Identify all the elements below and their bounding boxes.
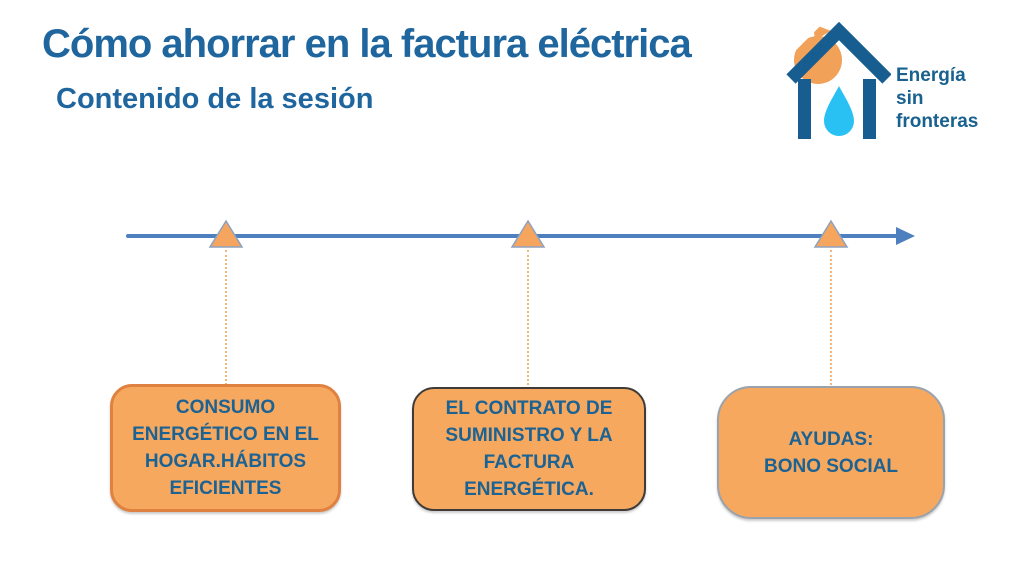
dotted-connector <box>225 250 227 385</box>
dotted-connector <box>830 250 832 385</box>
topic-box-ayudas: AYUDAS: BONO SOCIAL <box>717 386 945 519</box>
slide-title: Cómo ahorrar en la factura eléctrica <box>42 22 692 66</box>
house-sun-waterdrop-icon <box>786 22 891 139</box>
topic-box-label: AYUDAS: BONO SOCIAL <box>763 428 899 477</box>
sun-ray-gap <box>786 22 825 61</box>
timeline-line <box>126 234 898 238</box>
timeline-arrowhead-icon <box>896 227 915 245</box>
topic-box-consumo: CONSUMO ENERGÉTICO EN EL HOGAR.HÁBITOS E… <box>110 384 341 512</box>
topic-box-label: CONSUMO ENERGÉTICO EN EL HOGAR.HÁBITOS E… <box>132 397 319 499</box>
slide-subtitle: Contenido de la sesión <box>56 83 374 115</box>
topic-box-contrato: EL CONTRATO DE SUMINISTRO Y LA FACTURA E… <box>412 387 646 511</box>
triangle-up-icon <box>208 219 244 248</box>
topic-box-label: EL CONTRATO DE SUMINISTRO Y LA FACTURA E… <box>445 398 613 500</box>
water-drop-icon <box>824 86 854 136</box>
house-roof <box>786 22 891 84</box>
triangle-up-icon <box>813 219 849 248</box>
triangle-up-icon <box>510 219 546 248</box>
dotted-connector <box>527 250 529 385</box>
house-walls <box>798 79 876 139</box>
logo-text: Energía sin fronteras <box>896 65 979 132</box>
